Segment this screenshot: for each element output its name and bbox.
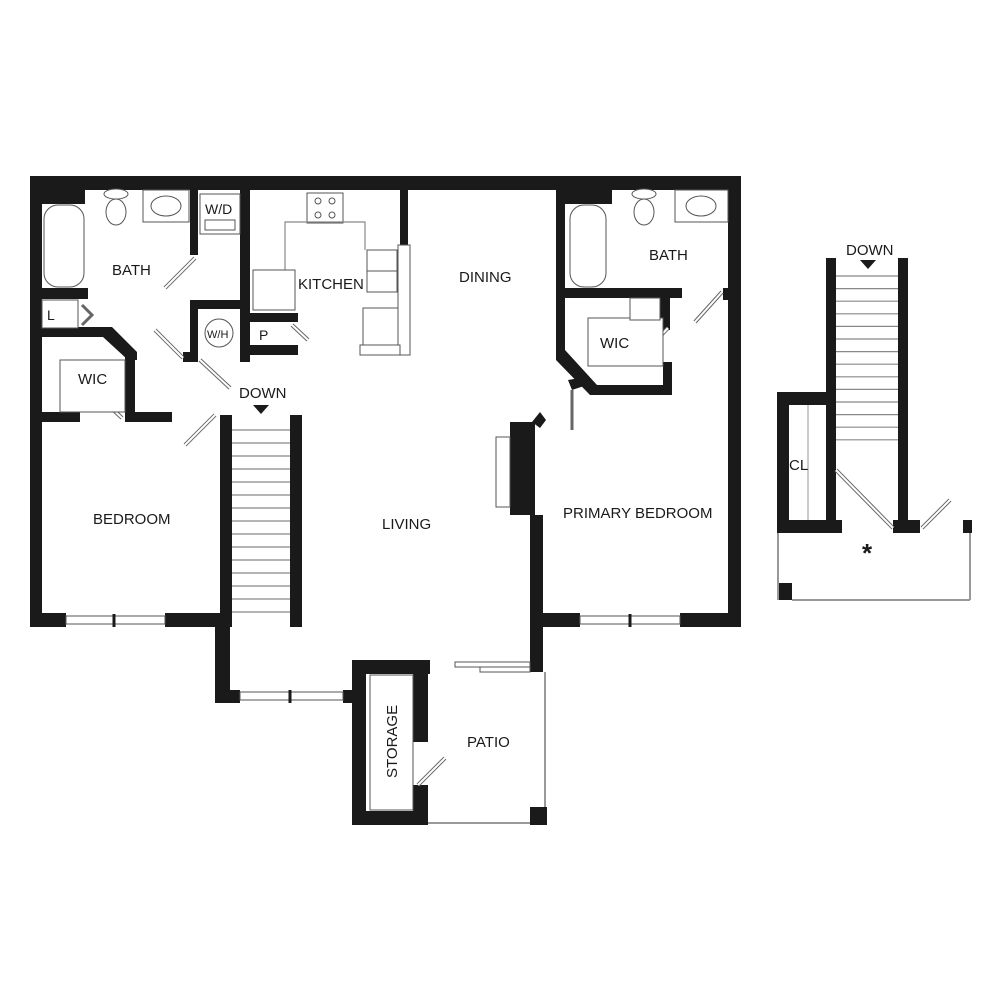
label-living: LIVING [382,516,431,533]
label-down-entry: DOWN [846,242,894,259]
label-dining: DINING [459,269,512,286]
label-bath-right: BATH [649,247,688,264]
label-wic-right: WIC [600,335,629,352]
fireplace-hearth [495,436,511,508]
label-bath-left: BATH [112,262,151,279]
dishwasher [362,307,399,347]
label-kitchen: KITCHEN [298,276,364,293]
bathtub-left [43,204,85,288]
label-wd: W/D [205,201,232,217]
bathtub-right [569,204,607,288]
down-arrow-icon [253,405,269,414]
toilet-left [105,198,127,226]
label-patio: PATIO [467,734,510,751]
label-wic-left: WIC [78,371,107,388]
toilet-right [633,198,655,226]
stove [306,192,344,224]
label-water-heater: W/H [207,329,228,341]
water-heater [204,318,234,348]
room-labels: BATH W/D KITCHEN DINING BATH L W/H P WIC… [47,201,894,778]
entry-marker: * [862,538,873,568]
refrigerator [252,269,296,311]
label-storage: STORAGE [384,705,401,778]
fixtures [41,188,729,811]
stairs-main [232,429,290,613]
label-bedroom: BEDROOM [93,511,171,528]
label-primary-bedroom: PRIMARY BEDROOM [563,505,712,522]
label-pantry: P [259,327,268,343]
stairs-entry [836,275,898,441]
label-down-main: DOWN [239,385,287,402]
label-linen: L [47,307,55,323]
windows-and-lines [65,405,971,824]
label-closet: CL [789,457,808,474]
down-arrow-icon [860,260,876,269]
walls [30,176,972,825]
